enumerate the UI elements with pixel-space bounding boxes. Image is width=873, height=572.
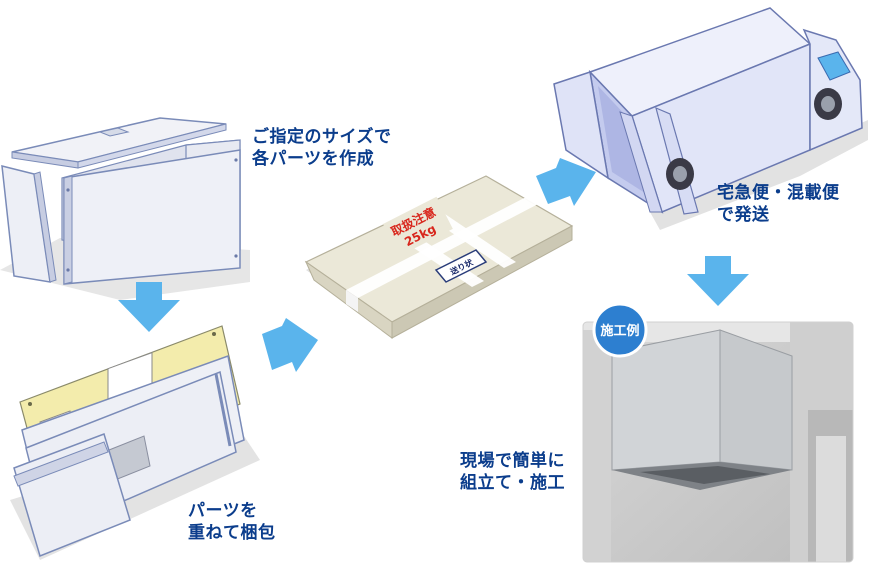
- packed-parcel-illustration: 取扱注意 25kg 送り状: [304, 175, 574, 339]
- caption-make-parts: ご指定のサイズで 各パーツを作成: [252, 126, 392, 170]
- stacked-panels-illustration: [10, 325, 260, 560]
- caption-pack-line2: 重ねて梱包: [188, 523, 276, 543]
- down-arrow-icon: [687, 256, 749, 306]
- installation-example-photo: [583, 322, 853, 562]
- example-badge-label: 施工例: [600, 323, 639, 339]
- caption-ship-line2: で発送: [717, 205, 770, 225]
- caption-make-line1: ご指定のサイズで: [252, 127, 392, 147]
- right-arrow-icon: [536, 158, 596, 206]
- caption-install: 現場で簡単に 組立て・施工: [460, 450, 565, 494]
- delivery-truck-illustration: [553, 7, 868, 230]
- caption-ship-line1: 宅急便・混載便: [717, 183, 840, 203]
- caption-ship: 宅急便・混載便 で発送: [717, 182, 840, 226]
- caption-pack-line1: パーツを: [188, 501, 258, 521]
- caption-pack-parts: パーツを 重ねて梱包: [188, 500, 276, 544]
- box-parts-illustration: [0, 117, 250, 300]
- right-arrow-icon: [262, 318, 318, 372]
- caption-install-line1: 現場で簡単に: [460, 451, 565, 471]
- example-badge: 施工例: [592, 302, 648, 358]
- caption-make-line2: 各パーツを作成: [252, 149, 375, 169]
- caption-install-line2: 組立て・施工: [460, 473, 565, 493]
- down-arrow-icon: [118, 282, 180, 332]
